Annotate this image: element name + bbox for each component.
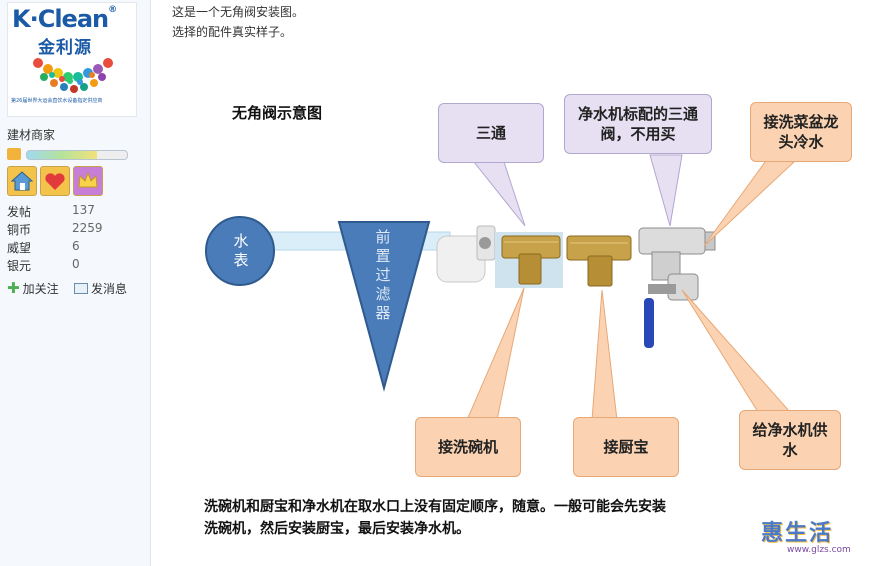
watermark-site: www.glzs.com [787,545,851,555]
stat-label-copper: 铜币 [7,223,32,237]
user-title: 建材商家 [7,128,56,142]
brand-chinese-name: 金利源 [38,38,92,58]
crown-badge-icon[interactable] [73,166,103,196]
house-icon [10,171,34,191]
diagram-graphics [205,154,796,421]
envelope-icon [74,282,88,294]
heater-callout-tail [591,289,618,421]
message-label: 发消息 [91,281,128,296]
purifier-supply-callout: 给净水机供水 [739,410,841,470]
watermark-text: 惠生活 [761,520,834,546]
heart-icon [45,173,65,190]
meter-label: 水表 [233,232,249,269]
stat-value-copper: 2259 [72,221,103,235]
brand-name: K·Clean® [12,5,117,33]
post-text-line-2: 选择的配件真实样子。 [172,25,293,39]
chrome-three-way-valve [638,227,716,348]
rank-progress-bar [26,150,128,160]
sidebar: K·Clean® 金利源 第26届世界大运会直饮水设备指定供应商 建材商家 发帖… [0,0,151,566]
home-badge-icon[interactable] [7,166,37,196]
stat-label-silver: 银元 [7,259,32,273]
filter-label: 前置过滤器 [375,228,391,322]
brand-logo[interactable]: K·Clean® 金利源 第26届世界大运会直饮水设备指定供应商 [7,2,137,117]
diagram-title: 无角阀示意图 [232,104,323,122]
dishwasher-callout: 接洗碗机 [415,417,521,477]
site-watermark: 惠生活 www.glzs.com [757,515,877,561]
logo-dots-graphic [33,58,113,93]
stat-label-posts: 发帖 [7,205,32,219]
diagram-notes-line-2: 洗碗机，然后安装厨宝，最后安装净水机。 [204,521,470,537]
purifier-tee-callout: 净水机标配的三通阀，不用买 [564,94,712,154]
plus-icon: ✚ [7,279,20,297]
logo-tagline: 第26届世界大运会直饮水设备指定供应商 [11,98,103,104]
sink-callout: 接洗菜盆龙头冷水 [750,102,852,162]
pre-filter [337,221,431,392]
diagram-notes-line-1: 洗碗机和厨宝和净水机在取水口上没有固定顺序，随意。一般可能会先安装 [204,499,666,515]
water-meter [205,216,275,286]
sink-callout-tail [703,157,796,247]
stat-label-prestige: 威望 [7,241,32,255]
dishwasher-callout-tail [466,287,525,421]
stat-value-prestige: 6 [72,239,80,253]
elbow-fitting [436,225,496,283]
post-text-line-1: 这是一个无角阀安装图。 [172,5,305,19]
follow-label: 加关注 [22,281,59,296]
brass-tee-heater [566,235,632,287]
purifier-supply-callout-tail [681,289,792,413]
tee-callout-tail [472,161,526,227]
heater-callout: 接厨宝 [573,417,679,477]
brass-tee [501,235,561,285]
stat-value-silver: 0 [72,257,80,271]
stat-value-posts: 137 [72,203,95,217]
rank-icon [7,148,21,160]
crown-icon [78,171,98,188]
heart-badge-icon[interactable] [40,166,70,196]
message-button[interactable]: 发消息 [74,280,127,296]
follow-button[interactable]: ✚ 加关注 [7,279,59,297]
valve-handle [644,298,654,348]
valve-diagram: 无角阀示意图 [152,0,880,566]
purifier-tee-callout-tail [649,154,683,227]
post-content: 这是一个无角阀安装图。 选择的配件真实样子。 无角阀示意图 [152,0,880,566]
tee-callout: 三通 [438,103,544,163]
